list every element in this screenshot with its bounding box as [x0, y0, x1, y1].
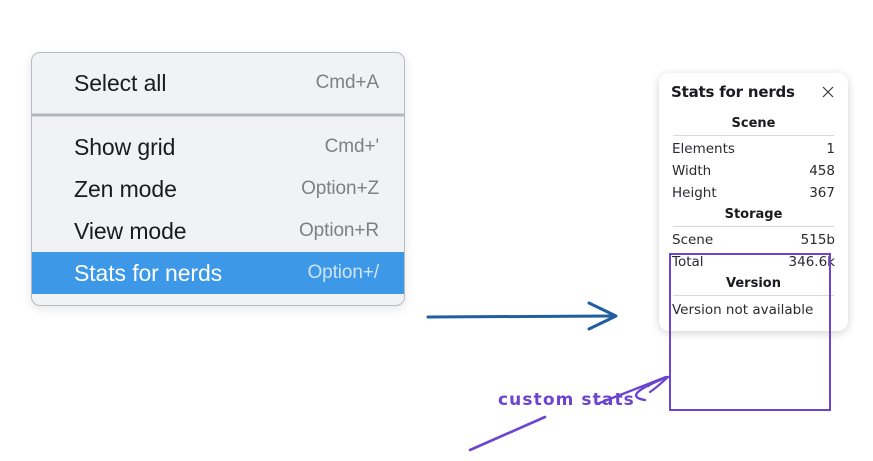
section-heading-storage: Storage: [724, 207, 783, 222]
stats-for-nerds-panel: Stats for nerds Scene Elements 1 Width 4…: [659, 73, 848, 331]
menu-group-1: Select all Cmd+A: [32, 53, 404, 113]
callout-label: custom stats: [498, 390, 635, 410]
menu-item-view-mode[interactable]: View mode Option+R: [32, 210, 404, 252]
menu-item-shortcut: Option+R: [299, 220, 379, 241]
callout-tail-icon: [468, 415, 547, 452]
section-divider: [673, 295, 834, 296]
stat-value: 515b: [800, 232, 835, 248]
stat-value: 346.6k: [788, 254, 835, 270]
panel-header: Stats for nerds: [671, 83, 836, 101]
section-heading-version: Version: [726, 276, 781, 291]
stat-value: 458: [809, 163, 835, 179]
stat-row: Elements 1: [671, 138, 836, 160]
menu-item-show-grid[interactable]: Show grid Cmd+': [32, 126, 404, 168]
stat-row: Total 346.6k: [671, 251, 836, 273]
stat-value: 1: [826, 141, 835, 157]
stat-label: Elements: [672, 141, 735, 157]
menu-group-2: Show grid Cmd+' Zen mode Option+Z View m…: [32, 117, 404, 305]
menu-item-zen-mode[interactable]: Zen mode Option+Z: [32, 168, 404, 210]
stat-label: Width: [672, 163, 712, 179]
section-heading-scene: Scene: [731, 116, 776, 131]
menu-item-select-all[interactable]: Select all Cmd+A: [32, 62, 404, 104]
menu-item-shortcut: Option+Z: [301, 178, 379, 199]
panel-title: Stats for nerds: [671, 83, 795, 101]
flow-arrow-icon: [426, 301, 618, 331]
menu-item-label: View mode: [74, 217, 187, 244]
stat-label: Scene: [672, 232, 714, 248]
section-divider: [673, 135, 834, 136]
menu-item-label: Zen mode: [74, 175, 177, 202]
menu-item-label: Show grid: [74, 133, 176, 160]
menu-item-shortcut: Option+/: [307, 262, 379, 283]
menu-item-label: Select all: [74, 69, 167, 96]
stat-label: Total: [672, 254, 704, 270]
stat-label: Height: [672, 185, 717, 201]
stat-row: Scene 515b: [671, 229, 836, 251]
section-divider: [673, 226, 834, 227]
stat-value: 367: [809, 185, 835, 201]
close-icon[interactable]: [819, 84, 836, 101]
menu-item-stats-for-nerds[interactable]: Stats for nerds Option+/: [32, 252, 404, 294]
menu-item-label: Stats for nerds: [74, 259, 223, 286]
menu-item-shortcut: Cmd+A: [315, 72, 379, 93]
version-text: Version not available: [672, 302, 814, 318]
menu-separator: [32, 113, 404, 117]
menu-item-shortcut: Cmd+': [324, 136, 379, 157]
stat-row: Width 458: [671, 160, 836, 182]
stat-row: Height 367: [671, 182, 836, 204]
context-menu[interactable]: Select all Cmd+A Show grid Cmd+' Zen mod…: [31, 52, 405, 306]
